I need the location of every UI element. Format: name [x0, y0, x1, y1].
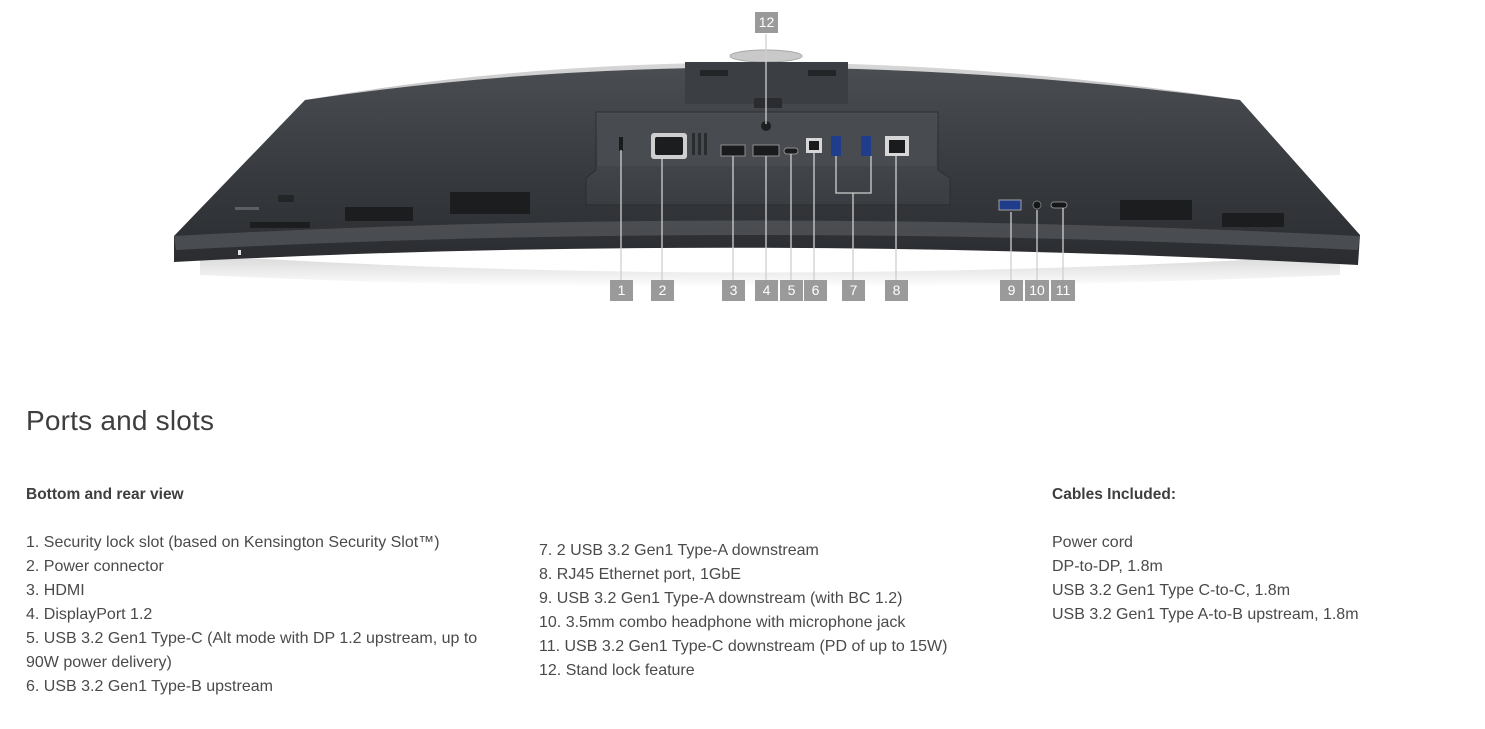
list-item: 4. DisplayPort 1.2 — [26, 606, 153, 623]
list-item: 6. USB 3.2 Gen1 Type-B upstream — [26, 678, 273, 695]
list-item: 10. 3.5mm combo headphone with microphon… — [539, 614, 906, 631]
list-item: 2. Power connector — [26, 558, 164, 575]
list-item: 9. USB 3.2 Gen1 Type-A downstream (with … — [539, 590, 903, 607]
monitor-illustration — [174, 34, 1360, 288]
callout-6: 6 — [804, 280, 827, 301]
callout-12: 12 — [755, 12, 778, 33]
list-item: 5. USB 3.2 Gen1 Type-C (Alt mode with DP… — [26, 630, 478, 671]
ports-list-col2: 7. 2 USB 3.2 Gen1 Type-A downstream 8. R… — [539, 539, 1009, 683]
callout-9: 9 — [1000, 280, 1023, 301]
list-item: DP-to-DP, 1.8m — [1052, 558, 1163, 575]
list-item: USB 3.2 Gen1 Type C-to-C, 1.8m — [1052, 582, 1291, 599]
callout-3: 3 — [722, 280, 745, 301]
list-item: USB 3.2 Gen1 Type A-to-B upstream, 1.8m — [1052, 606, 1359, 623]
callout-5: 5 — [780, 280, 803, 301]
callout-1: 1 — [610, 280, 633, 301]
list-item: 12. Stand lock feature — [539, 662, 695, 679]
list-item: 7. 2 USB 3.2 Gen1 Type-A downstream — [539, 542, 819, 559]
callout-4: 4 — [755, 280, 778, 301]
list-item: 3. HDMI — [26, 582, 85, 599]
callout-10: 10 — [1025, 280, 1049, 301]
callout-8: 8 — [885, 280, 908, 301]
bottom-rear-heading: Bottom and rear view — [26, 486, 184, 503]
callout-7: 7 — [842, 280, 865, 301]
list-item: Power cord — [1052, 534, 1133, 551]
list-item: 11. USB 3.2 Gen1 Type-C downstream (PD o… — [539, 638, 948, 655]
cables-list: Power cord DP-to-DP, 1.8m USB 3.2 Gen1 T… — [1052, 531, 1472, 627]
cables-heading: Cables Included: — [1052, 486, 1177, 503]
section-title: Ports and slots — [26, 405, 215, 436]
callout-2: 2 — [651, 280, 674, 301]
list-item: 8. RJ45 Ethernet port, 1GbE — [539, 566, 741, 583]
list-item: 1. Security lock slot (based on Kensingt… — [26, 534, 440, 551]
callout-11: 11 — [1051, 280, 1075, 301]
monitor-bottom-rear-figure: 12 1 2 3 4 5 6 7 8 9 10 11 — [0, 0, 1485, 310]
ports-list-col1: 1. Security lock slot (based on Kensingt… — [26, 531, 496, 699]
